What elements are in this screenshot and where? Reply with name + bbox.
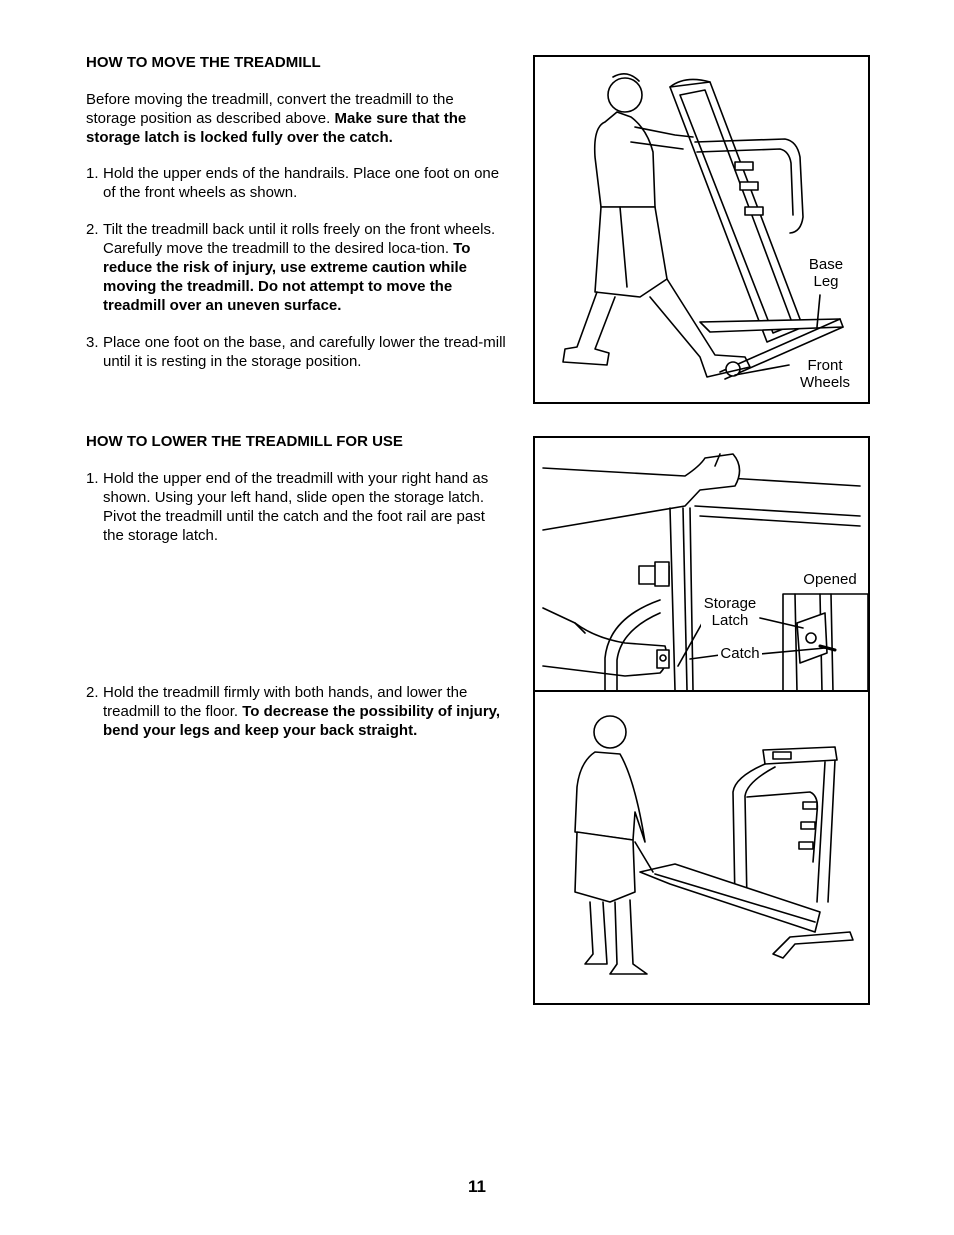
move-step-1: 1. Hold the upper ends of the handrails.…	[86, 164, 506, 202]
lower-heading: HOW TO LOWER THE TREADMILL FOR USE	[86, 433, 403, 450]
lowering-person-illustration	[574, 715, 854, 975]
lower-section: HOW TO LOWER THE TREADMILL FOR USE 1. Ho…	[86, 432, 506, 545]
step-warning: To reduce the risk of injury, use extrem…	[103, 240, 471, 314]
step-text: Tilt the treadmill back until it rolls f…	[103, 221, 496, 257]
step-warning: To decrease the possibility of injury, b…	[103, 703, 501, 739]
label-catch: Catch	[718, 645, 762, 662]
step-number: 3.	[86, 334, 99, 351]
step-text: Hold the upper end of the treadmill with…	[103, 470, 489, 544]
step-number: 1.	[86, 165, 99, 182]
page-number: 11	[468, 1177, 486, 1196]
label-opened: Opened	[797, 571, 863, 588]
step-text: Hold the treadmill firmly with both hand…	[103, 684, 468, 720]
moving-treadmill-illustration	[562, 73, 844, 380]
step-number: 1.	[86, 470, 99, 487]
move-heading: HOW TO MOVE THE TREADMILL	[86, 54, 321, 71]
step-text: Hold the upper ends of the handrails. Pl…	[103, 165, 500, 201]
move-step-3: 3. Place one foot on the base, and caref…	[86, 333, 506, 371]
lower-step-1: 1. Hold the upper end of the treadmill w…	[86, 469, 506, 545]
lower-step-2-block: 2. Hold the treadmill firmly with both h…	[86, 683, 506, 740]
figure-divider	[535, 690, 868, 692]
move-step-2: 2. Tilt the treadmill back until it roll…	[86, 220, 506, 315]
step-number: 2.	[86, 684, 99, 701]
latch-detail-illustration	[542, 453, 868, 692]
step-number: 2.	[86, 221, 99, 238]
move-intro-warning: Make sure that the storage latch is lock…	[86, 110, 467, 146]
move-intro: Before moving the treadmill, convert the…	[86, 90, 506, 147]
move-section: HOW TO MOVE THE TREADMILL Before moving …	[86, 53, 506, 371]
step-text: Place one foot on the base, and carefull…	[103, 334, 506, 370]
lower-step-2: 2. Hold the treadmill firmly with both h…	[86, 683, 506, 740]
move-intro-text: Before moving the treadmill, convert the…	[86, 91, 454, 127]
